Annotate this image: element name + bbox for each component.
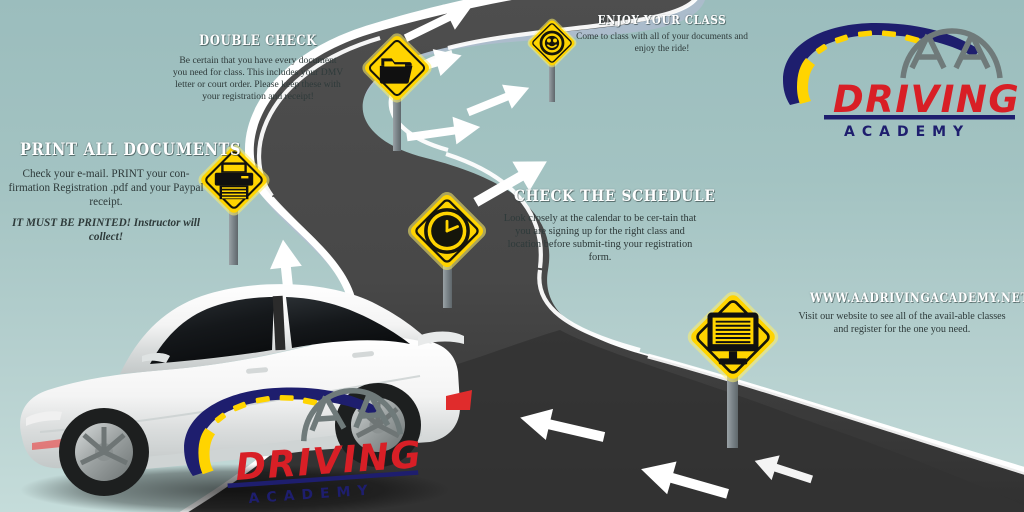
step-body: Be certain that you have every document … xyxy=(172,55,344,103)
step-heading: CHECK THE SCHEDULE xyxy=(514,186,716,205)
sign-clock[interactable] xyxy=(403,187,491,308)
step-website[interactable]: WWW.AADRIVINGACADEMY.NET Visit our websi… xyxy=(795,290,1024,337)
sign-printer[interactable] xyxy=(194,140,274,265)
step-body: Come to class with all of your documents… xyxy=(576,32,748,54)
step-check-the-schedule: CHECK THE SCHEDULE Look closely at the c… xyxy=(500,186,716,264)
step-enjoy-your-class: ENJOY YOUR CLASS Come to class with all … xyxy=(572,13,752,56)
brand-logo: DRIVING ACADEMY xyxy=(783,23,1020,140)
sign-smiley[interactable] xyxy=(524,15,580,102)
sign-folder[interactable] xyxy=(358,29,436,151)
printer-icon xyxy=(214,162,254,200)
step-body: Check your e-mail. PRINT your con-firmat… xyxy=(8,168,204,209)
step-heading: ENJOY YOUR CLASS xyxy=(597,13,727,27)
website-url-heading[interactable]: WWW.AADRIVINGACADEMY.NET xyxy=(809,290,1024,305)
step-emphasis: IT MUST BE PRINTED! Instructor will coll… xyxy=(11,217,201,244)
logo-academy-text: ACADEMY xyxy=(844,124,970,140)
folder-icon xyxy=(379,58,413,84)
step-heading: DOUBLE CHECK xyxy=(199,33,317,49)
step-print-all-documents: PRINT ALL DOCUMENTS Check your e-mail. P… xyxy=(6,140,242,245)
bridge-arch-icon xyxy=(900,28,1003,79)
step-heading: PRINT ALL DOCUMENTS xyxy=(20,140,242,160)
step-double-check: DOUBLE CHECK Be certain that you have ev… xyxy=(172,33,344,103)
step-body: Look closely at the calendar to be cer-t… xyxy=(503,213,697,264)
smiley-icon xyxy=(539,30,565,56)
logo-driving-text: DRIVING xyxy=(833,78,1020,121)
monitor-icon xyxy=(707,312,759,365)
step-body: Visit our website to see all of the avai… xyxy=(798,311,1006,335)
sign-monitor[interactable] xyxy=(682,286,784,448)
clock-icon xyxy=(424,208,470,254)
car: DRIVING ACADEMY xyxy=(20,284,472,512)
